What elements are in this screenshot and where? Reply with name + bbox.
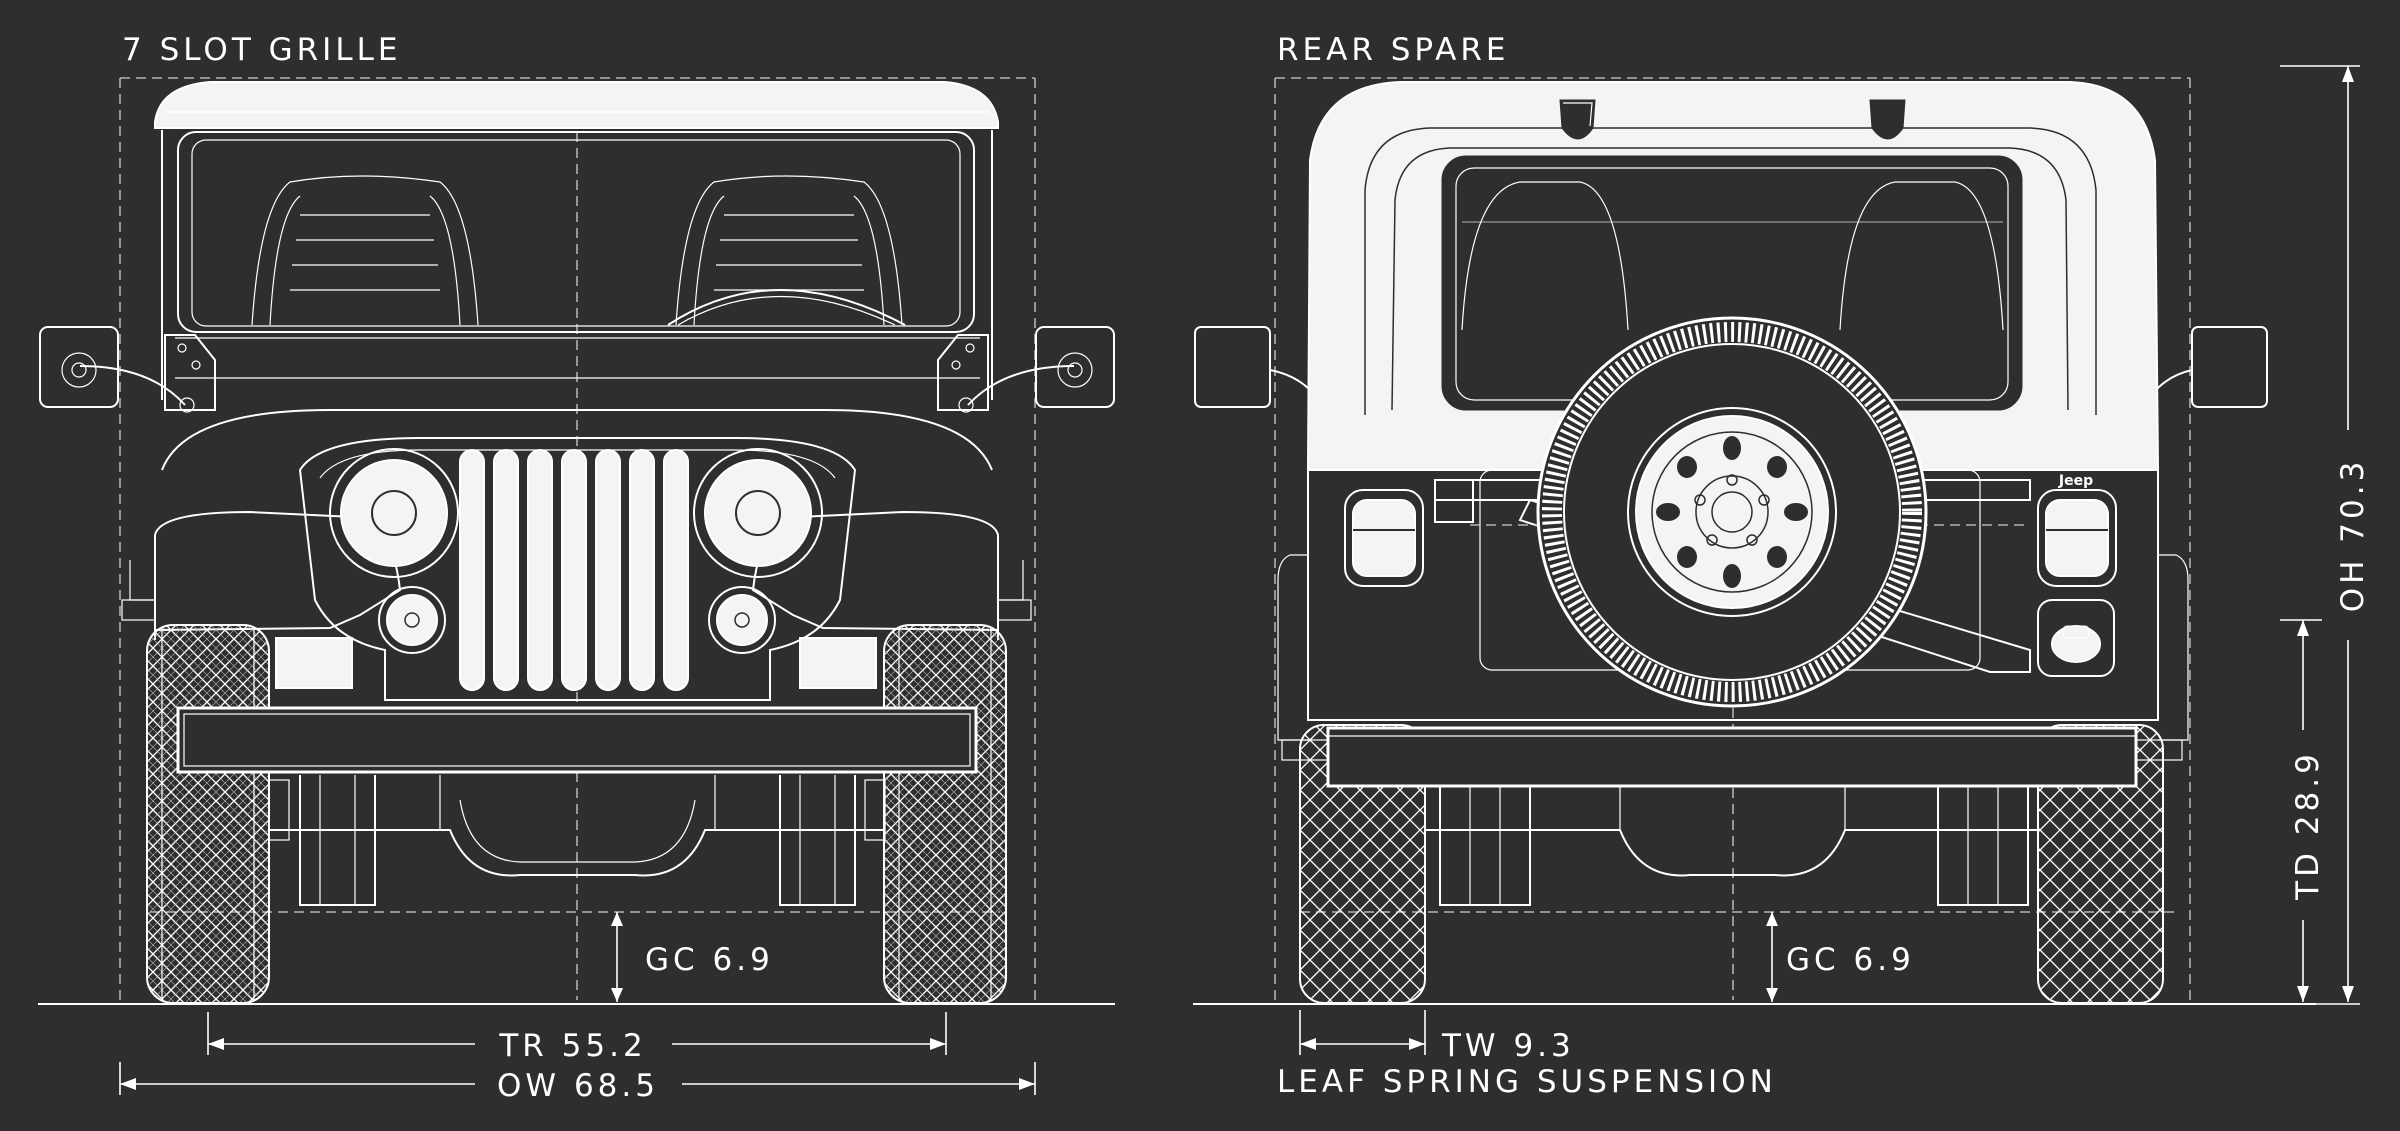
tr-label: TR 55.2 bbox=[498, 1028, 646, 1064]
oh-label: OH 70.3 bbox=[2335, 458, 2371, 613]
grille-slots bbox=[459, 449, 689, 691]
ow-label: OW 68.5 bbox=[497, 1068, 659, 1104]
jeep-badge: Jeep bbox=[2058, 473, 2093, 489]
front-view-title: 7 SLOT GRILLE bbox=[122, 32, 401, 68]
tw-label: TW 9.3 bbox=[1441, 1028, 1575, 1064]
front-view bbox=[38, 77, 1115, 1005]
rear-view-title: REAR SPARE bbox=[1277, 32, 1509, 68]
rear-view: Jeep bbox=[1193, 77, 2316, 1005]
rear-gc-label: GC 6.9 bbox=[1786, 942, 1915, 978]
td-label: TD 28.9 bbox=[2290, 750, 2326, 901]
front-gc-label: GC 6.9 bbox=[645, 942, 774, 978]
spare-tire bbox=[1536, 316, 1928, 708]
suspension-note: LEAF SPRING SUSPENSION bbox=[1277, 1064, 1777, 1100]
dimension-lines bbox=[119, 65, 2360, 1095]
